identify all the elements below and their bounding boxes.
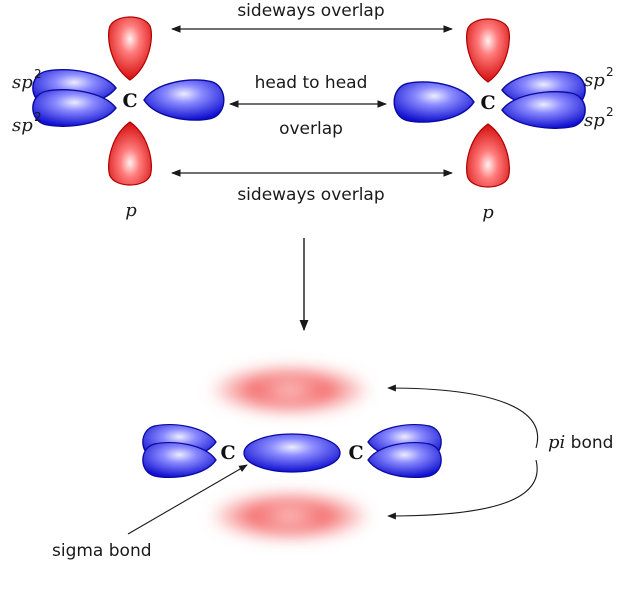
right-carbon-orbitals: C <box>393 18 586 188</box>
sp2-label-upper-right: sp 2 <box>584 65 614 91</box>
svg-text:2: 2 <box>34 67 42 81</box>
pi-cloud-upper <box>208 364 372 416</box>
bonded-right-carbon: C <box>348 423 442 479</box>
sigma-bond-pointer <box>127 464 248 535</box>
p-label-left: p <box>125 200 137 221</box>
p-label-right: p <box>482 202 494 223</box>
sp2-label-lower-left: sp 2 <box>12 110 42 136</box>
p-lobe-lower-left <box>108 121 152 186</box>
bonded-left-carbon-label: C <box>220 442 235 464</box>
svg-text:2: 2 <box>606 65 614 79</box>
sp2-label-upper-left: sp 2 <box>12 67 42 93</box>
sigma-bond-label: sigma bond <box>52 541 152 561</box>
svg-text:sp: sp <box>12 115 33 136</box>
svg-text:2: 2 <box>606 105 614 119</box>
pi-cloud-lower <box>208 490 372 542</box>
sp2-lobe-right-of-left-carbon <box>143 79 225 121</box>
pi-bond-label: pi bond <box>548 432 613 453</box>
p-lobe-upper-left <box>108 16 152 81</box>
sigma-bond-orbital <box>243 433 341 473</box>
svg-text:sp: sp <box>584 110 605 131</box>
bonded-right-carbon-label: C <box>348 442 363 464</box>
overlap-label: overlap <box>279 119 343 139</box>
svg-text:sp: sp <box>12 72 33 93</box>
left-carbon-label: C <box>122 90 137 112</box>
sp2-lobe-left-of-right-carbon <box>393 81 475 123</box>
svg-text:sp: sp <box>584 70 605 91</box>
head-to-head-label: head to head <box>255 73 368 93</box>
bonded-left-carbon: C <box>142 423 236 479</box>
sideways-overlap-label-top: sideways overlap <box>237 1 384 21</box>
pi-bond-pointer-lower <box>387 459 538 520</box>
sideways-overlap-label-bottom: sideways overlap <box>237 185 384 205</box>
svg-text:2: 2 <box>34 110 42 124</box>
right-carbon-label: C <box>480 92 495 114</box>
left-carbon-orbitals: C <box>32 16 225 186</box>
p-lobe-upper-right <box>466 18 510 83</box>
pi-bond-pointer-upper <box>387 384 539 449</box>
p-lobe-lower-right <box>466 123 510 188</box>
sp2-label-lower-right: sp 2 <box>584 105 614 131</box>
